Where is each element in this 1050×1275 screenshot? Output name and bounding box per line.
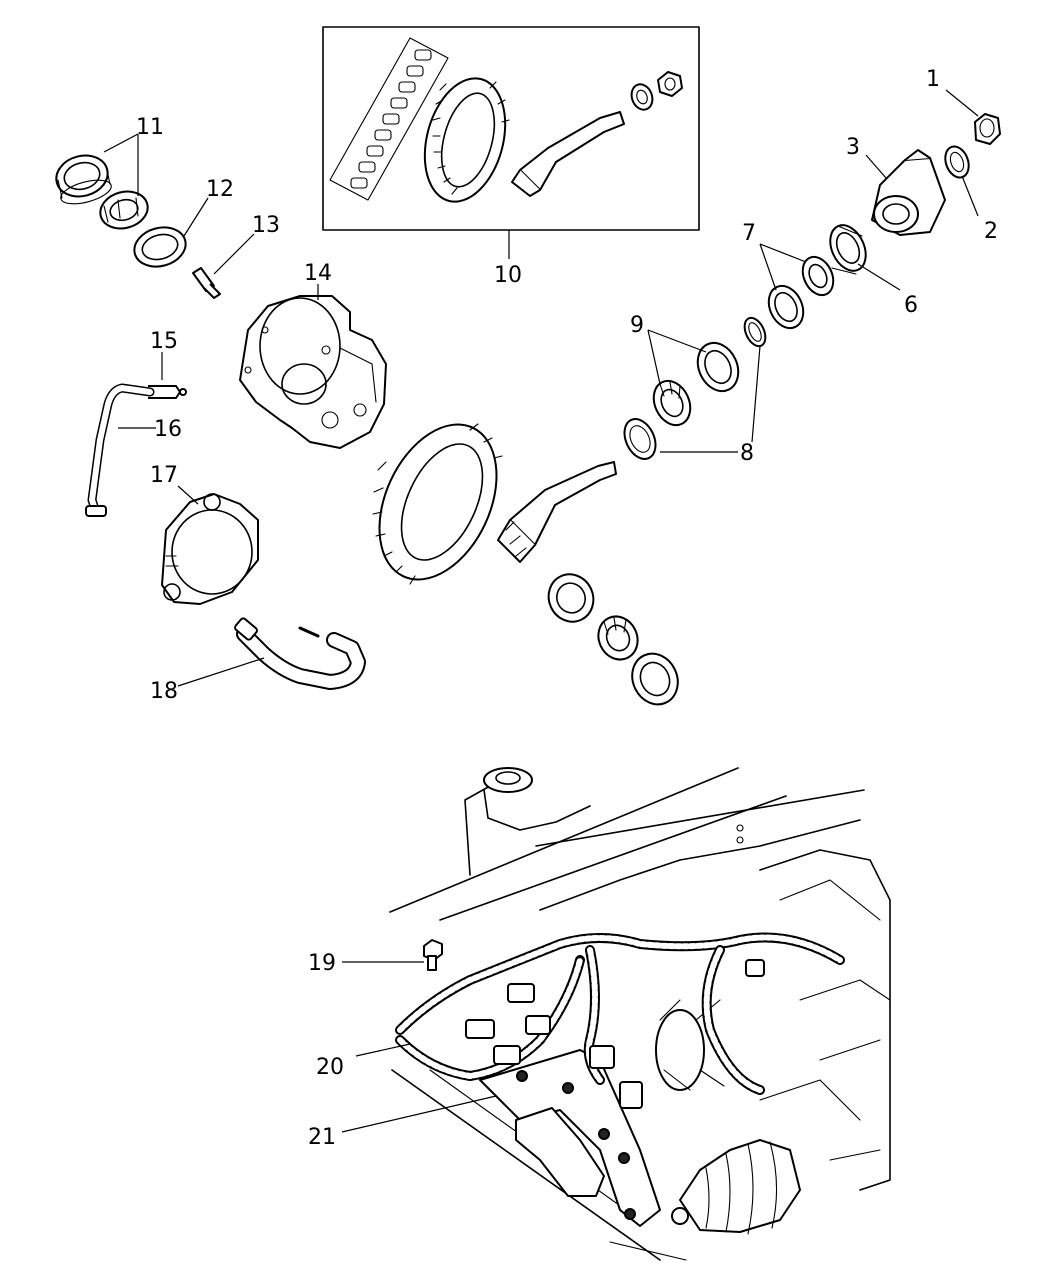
callout-8: 8: [740, 441, 754, 466]
vent-hose-illustration: [85, 383, 155, 517]
differential-shim-illustration: [133, 226, 187, 268]
callout-15: 15: [150, 329, 178, 354]
callout-7: 7: [742, 221, 756, 246]
callout-1: 1: [926, 67, 940, 92]
callout-14: 14: [304, 261, 332, 286]
pinion-nut-illustration: [974, 113, 1001, 145]
differential-bearing-cup-illustration: [55, 154, 112, 205]
callout-labels: 1 2 3 6 7 8 9 10 11 12 13 14 15 16 17 18…: [136, 67, 998, 1150]
oil-slinger-illustration: [623, 418, 657, 460]
callout-3: 3: [846, 135, 860, 160]
yoke-illustration: [871, 149, 946, 236]
inner-bearing-cup-illustration: [696, 341, 740, 393]
differential-case-illustration: [239, 295, 387, 449]
ring-pinion-kit-illustration: [322, 26, 700, 231]
vehicle-underbody-illustration: [389, 767, 891, 1261]
callout-12: 12: [206, 177, 234, 202]
callout-19: 19: [308, 951, 336, 976]
callout-10: 10: [494, 263, 522, 288]
pinion-bearing-cup-outer-illustration: [829, 224, 867, 275]
pinion-bearing-cone-outer-illustration: [801, 255, 835, 297]
pinion-washer-illustration: [944, 145, 970, 179]
callout-20: 20: [316, 1055, 344, 1080]
axle-vent-tube-illustration: [234, 617, 366, 690]
ring-gear-illustration: [372, 423, 503, 585]
callout-13: 13: [252, 213, 280, 238]
rear-bearing-cup-illustration: [631, 652, 679, 706]
callout-11: 11: [136, 115, 164, 140]
inner-bearing-cone-illustration: [652, 379, 692, 427]
callout-16: 16: [154, 417, 182, 442]
callout-17: 17: [150, 463, 178, 488]
vent-fitting-illustration: [148, 385, 187, 399]
rear-bearing-cone-illustration: [597, 615, 639, 661]
callout-9: 9: [630, 313, 644, 338]
callout-2: 2: [984, 219, 998, 244]
leader-lines: [103, 89, 979, 1133]
carrier-gasket-illustration: [161, 493, 259, 605]
differential-bearing-cone-illustration: [99, 190, 149, 230]
ring-gear-bolt-illustration: [192, 267, 221, 299]
collapsible-spacer-illustration: [743, 316, 767, 348]
callout-6: 6: [904, 293, 918, 318]
drive-pinion-illustration: [497, 461, 617, 563]
pinion-depth-shim-illustration: [547, 573, 595, 623]
callout-21: 21: [308, 1125, 336, 1150]
callout-18: 18: [150, 679, 178, 704]
pinion-bearing-cup-illustration: [767, 284, 805, 330]
